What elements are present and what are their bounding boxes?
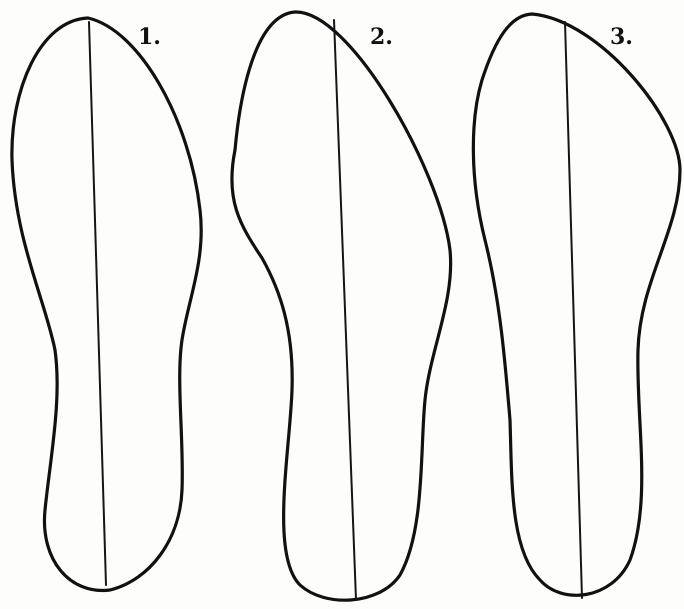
sole-outline-1 — [10, 16, 203, 593]
figure-label-1: 1. — [138, 24, 161, 50]
sole-outline-3 — [471, 12, 682, 597]
figure-3: 3. — [471, 12, 682, 599]
sole-outline-2 — [230, 10, 453, 602]
figure-2: 2. — [230, 10, 453, 602]
axis-line-1 — [88, 21, 107, 586]
axis-line-2 — [333, 19, 357, 601]
figure-1: 1. — [10, 16, 203, 593]
figure-label-2: 2. — [370, 24, 393, 50]
figure-label-3: 3. — [610, 24, 633, 50]
axis-line-3 — [564, 21, 583, 599]
